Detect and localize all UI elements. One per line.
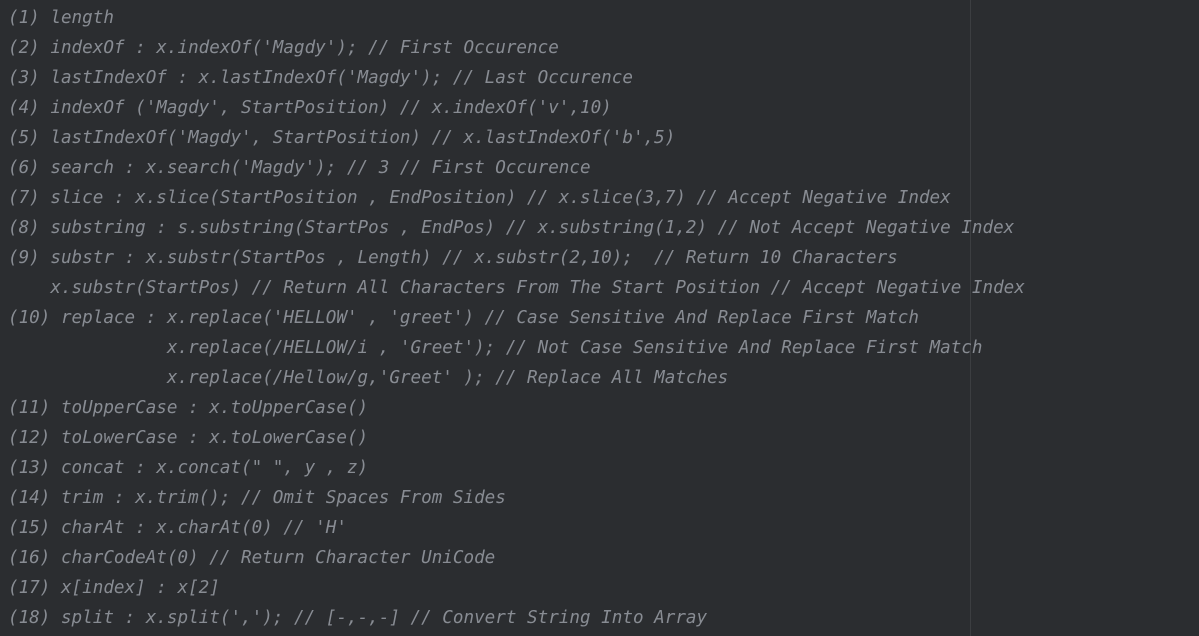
code-line-2[interactable]: (2) indexOf : x.indexOf('Magdy'); // Fir…	[8, 38, 559, 58]
code-line-4[interactable]: (4) indexOf ('Magdy', StartPosition) // …	[8, 98, 612, 118]
code-lines: (1) length (2) indexOf : x.indexOf('Magd…	[8, 3, 1025, 633]
code-line-14[interactable]: (11) toUpperCase : x.toUpperCase()	[8, 398, 369, 418]
code-line-16[interactable]: (13) concat : x.concat(" ", y , z)	[8, 458, 369, 478]
code-line-13[interactable]: x.replace(/Hellow/g,'Greet' ); // Replac…	[8, 368, 729, 388]
code-line-7[interactable]: (7) slice : x.slice(StartPosition , EndP…	[8, 188, 951, 208]
code-line-15[interactable]: (12) toLowerCase : x.toLowerCase()	[8, 428, 369, 448]
code-line-19[interactable]: (16) charCodeAt(0) // Return Character U…	[8, 548, 496, 568]
code-line-9[interactable]: (9) substr : x.substr(StartPos , Length)…	[8, 248, 898, 268]
code-line-11[interactable]: (10) replace : x.replace('HELLOW' , 'gre…	[8, 308, 919, 328]
code-line-21[interactable]: (18) split : x.split(','); // [-,-,-] //…	[8, 608, 708, 628]
code-line-12[interactable]: x.replace(/HELLOW/i , 'Greet'); // Not C…	[8, 338, 983, 358]
code-line-17[interactable]: (14) trim : x.trim(); // Omit Spaces Fro…	[8, 488, 506, 508]
code-line-8[interactable]: (8) substring : s.substring(StartPos , E…	[8, 218, 1015, 238]
code-line-10[interactable]: x.substr(StartPos) // Return All Charact…	[8, 278, 1025, 298]
code-line-20[interactable]: (17) x[index] : x[2]	[8, 578, 220, 598]
code-line-1[interactable]: (1) length	[8, 8, 114, 28]
code-line-18[interactable]: (15) charAt : x.charAt(0) // 'H'	[8, 518, 347, 538]
code-line-6[interactable]: (6) search : x.search('Magdy'); // 3 // …	[8, 158, 591, 178]
code-line-3[interactable]: (3) lastIndexOf : x.lastIndexOf('Magdy')…	[8, 68, 633, 88]
right-margin-guide	[970, 0, 971, 636]
code-line-5[interactable]: (5) lastIndexOf('Magdy', StartPosition) …	[8, 128, 676, 148]
